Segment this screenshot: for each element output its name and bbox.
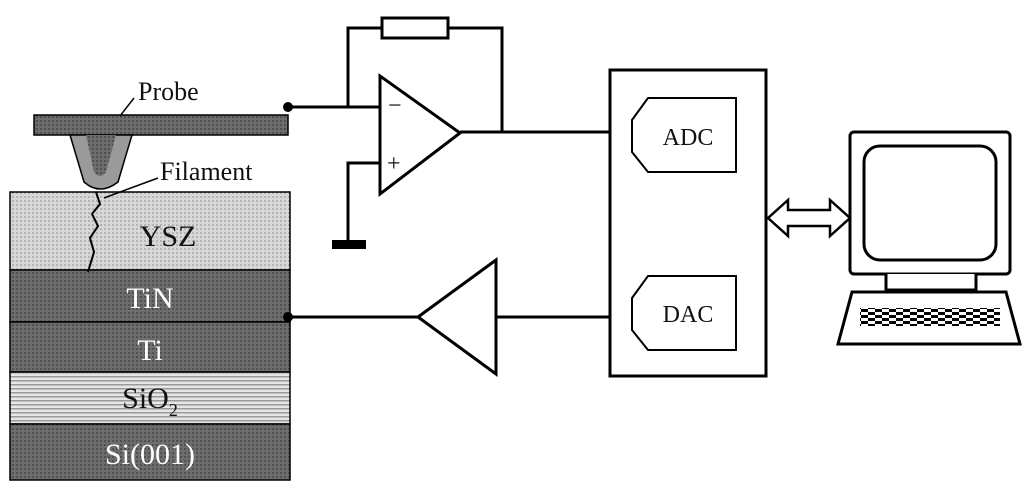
amplifier-icon: [415, 257, 498, 377]
sio2-layer: [9, 371, 291, 425]
probe-cantilever: [33, 114, 289, 136]
probe-label: Probe: [138, 77, 199, 106]
ground-wire: [346, 161, 380, 242]
ysz-layer: [9, 191, 291, 271]
bidirectional-arrow-icon: [766, 197, 852, 239]
sio2-base: SiO: [122, 382, 169, 415]
ground-icon: [332, 240, 366, 249]
adc-label: ADC: [663, 125, 714, 151]
sio2-subscript: 2: [169, 400, 178, 420]
filament-label: Filament: [160, 157, 253, 186]
op-amp-icon: [378, 73, 463, 198]
monitor-stand: [884, 274, 978, 292]
probe-tip-inner: [86, 135, 116, 176]
probe-pointer: [119, 97, 135, 117]
op-amp-minus: −: [388, 93, 402, 119]
adc-block: [631, 97, 737, 173]
si-layer: [9, 423, 291, 481]
si001-label: Si(001): [105, 438, 195, 471]
layer-stack: YSZ TiN Ti SiO2 Si(001): [9, 191, 291, 481]
ti-layer: [9, 321, 291, 373]
computer-icon: [836, 130, 1022, 346]
ysz-label: YSZ: [140, 220, 197, 253]
resistor-icon: [380, 16, 450, 40]
tin-label: TiN: [126, 282, 173, 315]
sio2-label: SiO2: [122, 382, 178, 420]
filament-line: [87, 191, 102, 273]
feedback-wire: [346, 26, 504, 132]
dac-block: [631, 275, 737, 351]
ti-label: Ti: [137, 334, 163, 367]
op-amp-plus: +: [387, 151, 401, 177]
filament-pointer: [103, 177, 159, 199]
probe: [33, 114, 289, 190]
keyboard-keys: [860, 308, 1000, 326]
dac-label: DAC: [663, 302, 714, 328]
tin-layer: [9, 269, 291, 323]
monitor-screen: [862, 144, 998, 262]
